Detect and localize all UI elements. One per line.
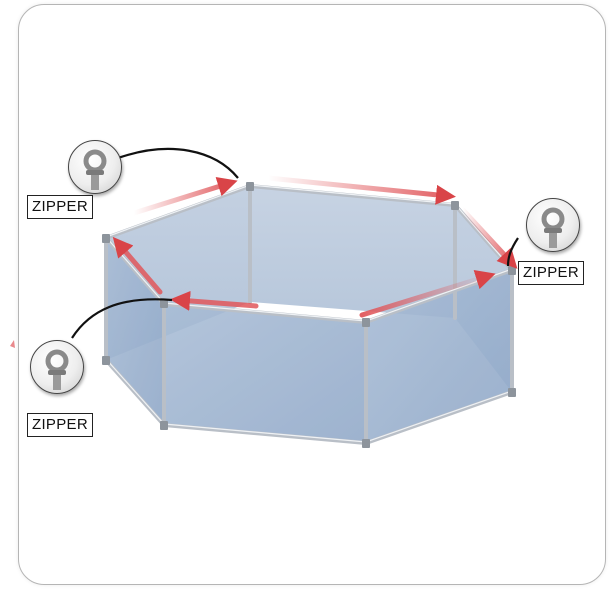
edge-mark — [10, 340, 15, 348]
zipper-arrows — [112, 175, 518, 318]
zipper-label-top-left: ZIPPER — [27, 195, 93, 219]
callout-leaders — [71, 147, 519, 339]
zipper-arrow-front — [170, 290, 259, 311]
zipper-arrow-right — [460, 207, 518, 269]
zipper-arrow-top — [265, 175, 456, 205]
eye-bolt-icon — [30, 340, 84, 394]
eye-bolt-icon — [68, 140, 122, 194]
frame-joints — [102, 182, 516, 448]
eye-bolt-icon — [526, 198, 580, 252]
zipper-label-right: ZIPPER — [518, 261, 584, 285]
zipper-arrow-left — [112, 236, 163, 295]
zipper-label-bottom-left: ZIPPER — [27, 413, 93, 437]
zipper-arrow-front-right — [359, 269, 496, 318]
zipper-arrow-top-left — [131, 177, 238, 216]
